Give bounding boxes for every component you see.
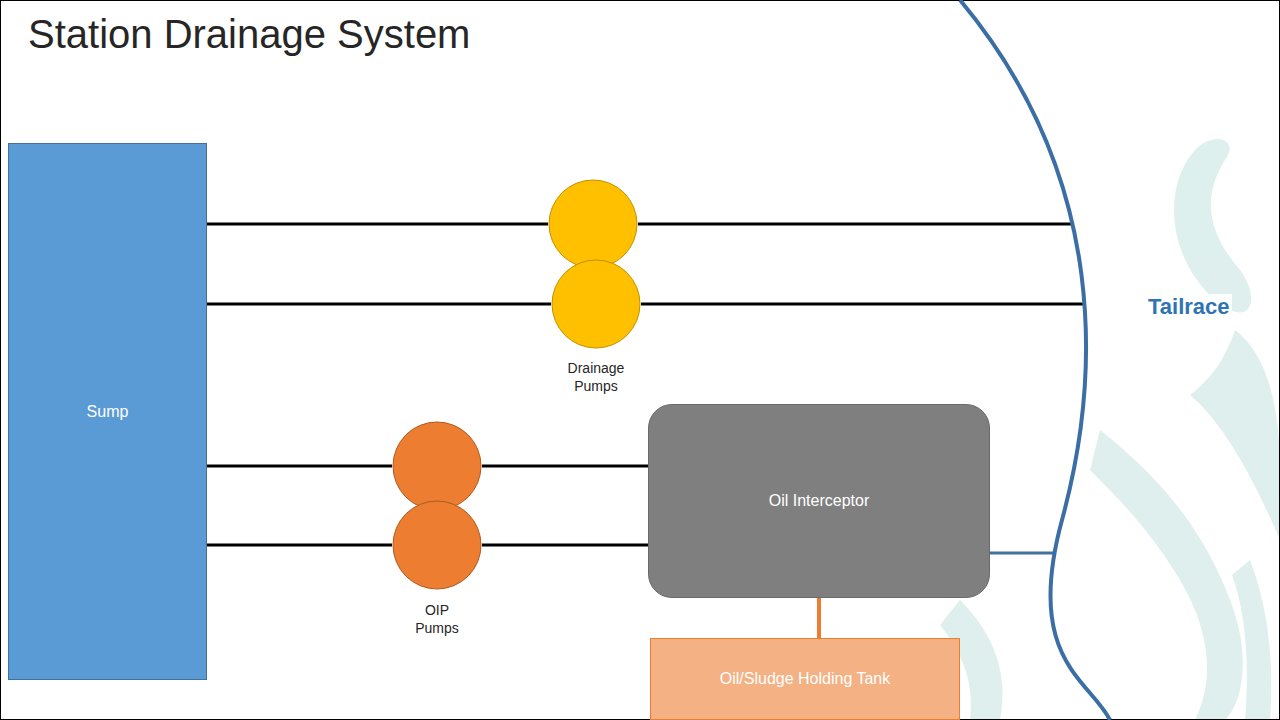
tailrace-line [960, 0, 1110, 720]
drainage-pump [548, 179, 638, 269]
pipe-connector [638, 223, 1072, 226]
pump-outline [392, 500, 482, 590]
pump-outline [551, 259, 641, 349]
pump-outline [392, 421, 482, 511]
sump-box: Sump [8, 143, 207, 680]
pump-circle [549, 180, 637, 268]
pipe-connector [207, 303, 551, 306]
pump-caption: Drainage Pumps [560, 360, 632, 395]
pipe-connector [482, 544, 648, 547]
pump-circle [393, 422, 481, 510]
oip-pump [392, 421, 482, 511]
oil-interceptor: Oil Interceptor [648, 404, 990, 598]
node-text: Sump [87, 403, 129, 421]
pump-caption: OIP Pumps [408, 602, 466, 637]
node-text: Oil/Sludge Holding Tank [720, 670, 890, 688]
pipe-connector [482, 465, 648, 468]
pump-circle [552, 260, 640, 348]
drainage-pump [551, 259, 641, 349]
tailrace: Tailrace [950, 0, 1250, 720]
node-text: Oil Interceptor [769, 492, 869, 510]
pump-outline [548, 179, 638, 269]
pipe-connector [207, 465, 392, 468]
tailrace-label: Tailrace [1146, 294, 1232, 320]
slide-title: Station Drainage System [28, 12, 470, 57]
holding-tank: Oil/Sludge Holding Tank [650, 638, 960, 720]
tailrace-curve [950, 0, 1250, 720]
pump-circle [393, 501, 481, 589]
pipe-connector [207, 544, 392, 547]
pipe-connector [990, 552, 1055, 555]
pipe-connector [641, 303, 1084, 306]
oip-pump [392, 500, 482, 590]
pipe-connector [207, 223, 548, 226]
pipe-connector [817, 598, 821, 638]
